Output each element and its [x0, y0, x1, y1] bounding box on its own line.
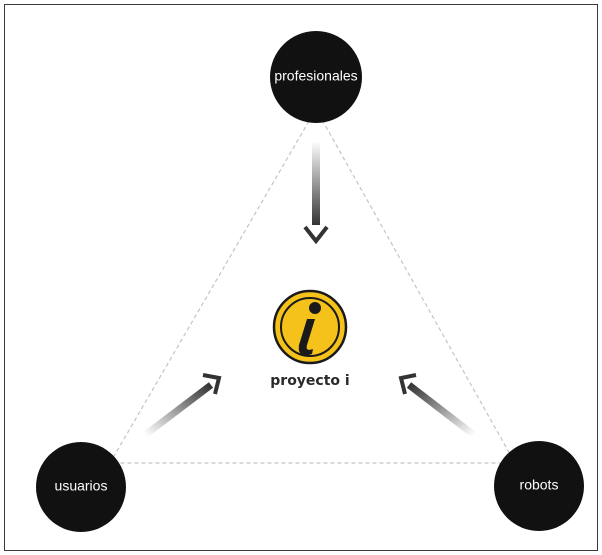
node-robots-label: robots — [520, 477, 559, 493]
logo-label: proyecto i — [270, 373, 349, 389]
arrow-from-robots — [398, 373, 477, 438]
node-profesionales-label: profesionales — [274, 68, 357, 84]
triangle-outline — [108, 107, 517, 464]
relationship-triangle-diagram: proyecto i profesionales usuarios robots — [36, 31, 584, 532]
diagram-frame: proyecto i profesionales usuarios robots — [4, 4, 598, 551]
logo-i-dot — [309, 302, 321, 314]
node-usuarios-label: usuarios — [55, 478, 108, 494]
arrow-from-usuarios — [142, 373, 222, 438]
node-profesionales: profesionales — [270, 31, 362, 123]
proyecto-i-logo — [272, 289, 348, 365]
node-usuarios: usuarios — [36, 442, 126, 532]
node-robots: robots — [494, 441, 584, 531]
logo-i-stem — [298, 319, 315, 356]
arrow-from-profesionales — [303, 141, 329, 245]
